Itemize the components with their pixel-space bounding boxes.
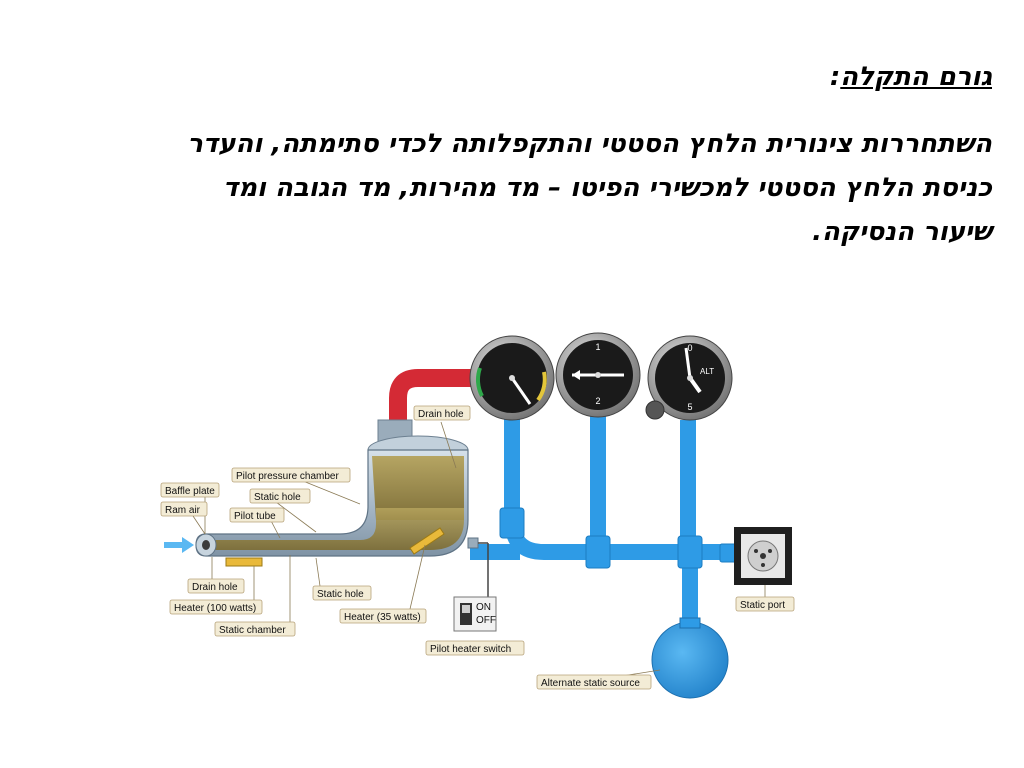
airspeed-gauge [469, 335, 555, 421]
title-underlined: גורם התקלה [840, 62, 992, 92]
ram-air-arrow [164, 537, 194, 553]
svg-text:Pilot heater switch: Pilot heater switch [430, 644, 511, 655]
altimeter-gauge: ALT 0 5 [645, 335, 733, 421]
svg-text:Baffle plate: Baffle plate [165, 486, 215, 497]
pilot-heater-switch: ON OFF [453, 596, 497, 632]
label-pilot-tube: Pilot tube [229, 507, 285, 523]
svg-text:Ram air: Ram air [165, 505, 201, 516]
label-drain-hole-bottom: Drain hole [187, 578, 245, 594]
body-line-1: השתחררות צינורית הלחץ הסטטי והתקפלותה לכ… [187, 129, 992, 159]
label-heater-35: Heater (35 watts) [339, 608, 427, 624]
switch-on-text: ON [476, 602, 491, 613]
body-line-2: כניסת הלחץ הסטטי למכשירי הפיטו – מד מהיר… [222, 173, 992, 203]
svg-text:Static hole: Static hole [317, 589, 364, 600]
svg-text:Alternate static source: Alternate static source [541, 678, 640, 689]
svg-text:Heater (100 watts): Heater (100 watts) [174, 603, 256, 614]
static-port [734, 527, 792, 585]
altimeter-mark: ALT [700, 367, 714, 376]
switch-off-text: OFF [476, 615, 496, 626]
title-colon: : [829, 62, 841, 92]
label-alternate-static-source: Alternate static source [536, 674, 652, 690]
svg-text:0: 0 [687, 343, 692, 353]
svg-text:Drain hole: Drain hole [192, 582, 238, 593]
label-baffle-plate: Baffle plate [160, 482, 220, 498]
svg-text:Static port: Static port [740, 600, 785, 611]
leader-lines [192, 421, 766, 679]
label-static-port: Static port [735, 596, 795, 612]
svg-text:Drain hole: Drain hole [418, 409, 464, 420]
label-ram-air: Ram air [160, 501, 208, 517]
vertical-speed-gauge: 1 2 [555, 332, 641, 418]
svg-text:Heater (35 watts): Heater (35 watts) [344, 612, 421, 623]
body-line-3: שיעור הנסיקה. [812, 217, 992, 247]
label-heater-100: Heater (100 watts) [169, 599, 263, 615]
label-drain-hole-top: Drain hole [413, 405, 471, 421]
svg-text:Pilot tube: Pilot tube [234, 511, 276, 522]
svg-text:Pilot pressure chamber: Pilot pressure chamber [236, 471, 339, 482]
static-fittings [499, 507, 737, 569]
svg-text:Static hole: Static hole [254, 492, 301, 503]
svg-text:2: 2 [595, 396, 600, 406]
svg-text:1: 1 [595, 342, 600, 352]
slide-body: השתחררות צינורית הלחץ הסטטי והתקפלותה לכ… [32, 122, 992, 254]
probe-housing [195, 419, 489, 600]
slide-title: גורם התקלה: [830, 62, 992, 92]
pitot-line [389, 369, 478, 430]
label-pilot-pressure-chamber: Pilot pressure chamber [231, 467, 351, 483]
svg-text:5: 5 [687, 402, 692, 412]
label-static-hole-bottom: Static hole [312, 585, 372, 601]
svg-text:Static chamber: Static chamber [219, 625, 286, 636]
alternate-static-source [651, 617, 729, 699]
label-static-chamber: Static chamber [214, 621, 296, 637]
label-pilot-heater-switch: Pilot heater switch [425, 640, 525, 656]
label-static-hole-top: Static hole [249, 488, 311, 504]
